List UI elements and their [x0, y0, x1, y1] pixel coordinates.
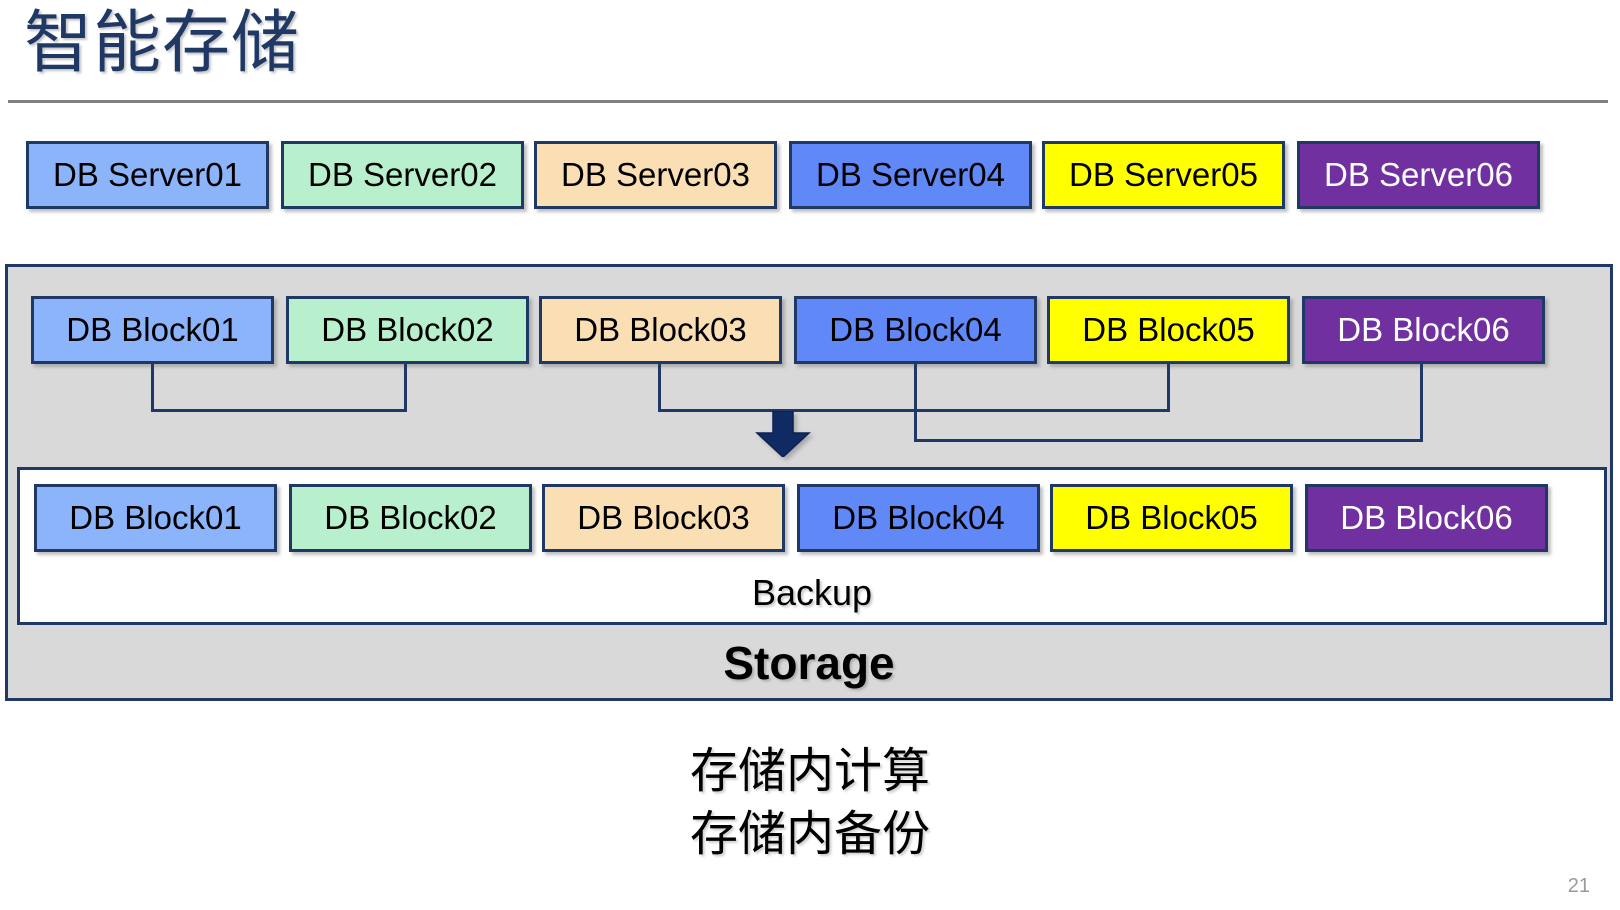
connector-block02-vertical: [404, 364, 407, 412]
db-block-top-04[interactable]: DB Block04: [794, 296, 1037, 364]
db-server-box-03[interactable]: DB Server03: [534, 141, 777, 209]
connector-block01-vertical: [151, 364, 154, 412]
caption-block: 存储内计算 存储内备份: [0, 740, 1620, 867]
db-block-backup-03[interactable]: DB Block03: [542, 484, 785, 552]
db-block-backup-01[interactable]: DB Block01: [34, 484, 277, 552]
connector-block03-vertical: [658, 364, 661, 412]
connector-block06-vertical: [1420, 364, 1423, 442]
page-title: 智能存储: [24, 5, 301, 81]
db-server-box-06[interactable]: DB Server06: [1297, 141, 1540, 209]
db-block-backup-06[interactable]: DB Block06: [1305, 484, 1548, 552]
db-server-box-04[interactable]: DB Server04: [789, 141, 1032, 209]
db-server-box-05[interactable]: DB Server05: [1042, 141, 1285, 209]
db-block-backup-04[interactable]: DB Block04: [797, 484, 1040, 552]
connector-block04-vertical: [914, 364, 917, 442]
db-block-top-02[interactable]: DB Block02: [286, 296, 529, 364]
caption-line-1: 存储内计算: [689, 745, 930, 798]
db-block-top-03[interactable]: DB Block03: [539, 296, 782, 364]
title-divider: [8, 100, 1608, 103]
connector-block01-block02-horizontal: [151, 409, 407, 412]
backup-panel: DB Block01 DB Block02 DB Block03 DB Bloc…: [17, 467, 1607, 625]
backup-label: Backup: [751, 572, 873, 613]
db-block-top-05[interactable]: DB Block05: [1047, 296, 1290, 364]
caption-line-2: 存储内备份: [689, 808, 930, 862]
db-block-backup-05[interactable]: DB Block05: [1050, 484, 1293, 552]
db-block-backup-02[interactable]: DB Block02: [289, 484, 532, 552]
down-arrow-icon: [755, 411, 811, 457]
connector-block05-vertical: [1167, 364, 1170, 412]
db-block-top-01[interactable]: DB Block01: [31, 296, 274, 364]
storage-panel: DB Block01 DB Block02 DB Block03 DB Bloc…: [5, 264, 1613, 701]
page-number: 21: [1567, 875, 1590, 897]
connector-block04-block06-horizontal: [914, 439, 1423, 442]
db-server-box-01[interactable]: DB Server01: [26, 141, 269, 209]
db-server-box-02[interactable]: DB Server02: [281, 141, 524, 209]
storage-label: Storage: [723, 637, 895, 689]
db-block-top-06[interactable]: DB Block06: [1302, 296, 1545, 364]
